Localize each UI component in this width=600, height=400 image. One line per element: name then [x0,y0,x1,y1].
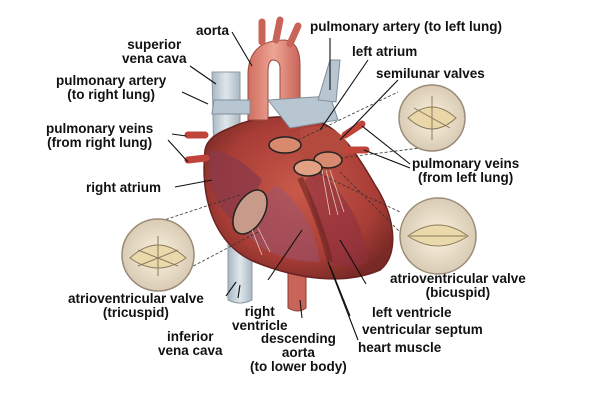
label-left-ventricle: left ventricle [372,305,452,320]
bicuspid-valve-magnified [399,197,477,275]
mitral-valve-ring [293,159,323,177]
label-left-atrium: left atrium [352,44,418,59]
label-right-atrium: right atrium [86,180,162,195]
septum-shape [297,176,333,263]
pulmonary-trunk [267,95,339,129]
chordae [251,169,345,256]
label-aorta: aorta [196,23,230,38]
descending-aorta [287,267,307,312]
label-heart-muscle: heart muscle [358,340,442,355]
pulmonary-artery-right-vessel [211,99,251,115]
tricuspid-valve-ring [232,189,268,235]
label-av-valve-tricuspid: atrioventricular valve(tricuspid) [68,291,204,320]
leader-lines [167,31,411,341]
pulmonary-veins-left-vessels [341,120,370,154]
tricuspid-valve-magnified [121,218,195,292]
label-av-valve-bicuspid: atrioventricular valve(bicuspid) [390,271,526,300]
aorta-branches [258,16,302,48]
semilunar-valve-magnified [398,84,466,152]
left-ventricle-shape [305,170,368,267]
label-pulmonary-veins-left: pulmonary veins(from left lung) [412,156,520,185]
label-ventricular-septum: ventricular septum [362,322,483,337]
semilunar-valve-ring-1 [268,136,302,154]
label-pulmonary-veins-right: pulmonary veins(from right lung) [46,121,154,150]
pulmonary-artery-left-vessel [317,59,341,103]
label-pulmonary-artery-left: pulmonary artery (to left lung) [310,19,503,34]
pulmonary-veins-right-vessels [184,131,210,164]
label-pulmonary-artery-right: pulmonary artery(to right lung) [56,73,167,102]
label-semilunar-valves: semilunar valves [376,66,485,81]
